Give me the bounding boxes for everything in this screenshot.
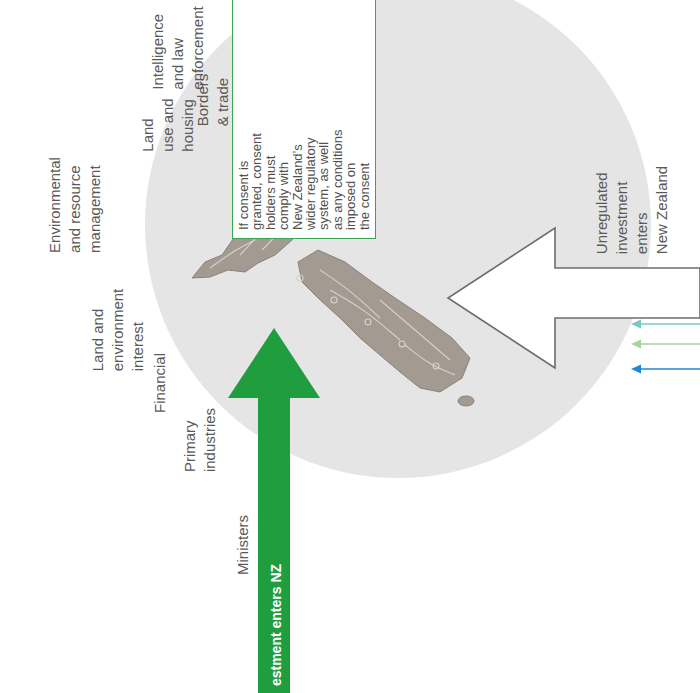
green-arrowhead — [631, 340, 641, 349]
agency-label: Land use and housing — [138, 98, 198, 151]
flow-label: Unregulated investment enters New Zealan… — [592, 166, 672, 254]
text-line: management — [85, 157, 105, 253]
note-box: If consent is granted, consent holders m… — [232, 0, 376, 239]
teal-arrow — [640, 323, 700, 324]
text-line: use and — [158, 98, 178, 151]
text-line: New Zealand — [652, 166, 672, 254]
text-line: Land and — [88, 289, 108, 372]
text-line: holders must — [264, 2, 277, 230]
text-line: & trade — [213, 74, 233, 127]
motif-stroke — [330, 290, 400, 340]
blue-arrow-line — [640, 368, 700, 369]
motif-dot — [433, 363, 439, 369]
text-line: wider regulatory — [304, 2, 317, 230]
text-line: and law — [168, 6, 188, 89]
agency-label: Borders & trade — [193, 74, 233, 127]
thin-arrows — [631, 320, 700, 374]
south-island — [298, 250, 470, 392]
teal-arrowhead — [631, 320, 641, 329]
investment-arrow: estment enters NZ — [224, 328, 324, 693]
motif-dot — [399, 341, 405, 347]
agency-label: Environmental and resource management — [45, 157, 105, 253]
text-line: comply with — [277, 2, 290, 230]
agency-label: Ministers — [233, 515, 253, 575]
text-line: Unregulated — [592, 166, 612, 254]
text-line: and resource — [65, 157, 85, 253]
text-line: Ministers — [233, 515, 253, 575]
text-line: investment — [612, 166, 632, 254]
text-line: industries — [200, 408, 220, 472]
scope-circle — [145, 0, 651, 478]
motif-stroke — [405, 345, 455, 375]
text-line: estment enters NZ — [268, 564, 284, 686]
agency-label: Financial — [150, 353, 170, 413]
green-arrow-line — [640, 343, 700, 344]
motif-stroke — [320, 270, 380, 318]
note-text: If consent is granted, consent holders m… — [237, 2, 371, 230]
motif-stroke — [210, 240, 255, 268]
motif-stroke — [380, 300, 450, 360]
text-line: the consent — [358, 2, 371, 230]
text-line: interest — [128, 289, 148, 372]
text-line: Environmental — [45, 157, 65, 253]
arrow-fill — [228, 328, 320, 693]
text-line: enters — [632, 166, 652, 254]
text-line: Financial — [150, 353, 170, 413]
agency-label: Primary industries — [180, 408, 220, 472]
agency-label: Land and environment interest — [88, 289, 148, 372]
text-line: Primary — [180, 408, 200, 472]
text-line: Intelligence — [148, 6, 168, 89]
text-line: housing — [178, 98, 198, 151]
text-line: Land — [138, 98, 158, 151]
text-line: New Zealand’s — [291, 2, 304, 230]
motif-dot — [365, 319, 371, 325]
arrow-text: estment enters NZ — [268, 564, 284, 686]
motif-dot — [331, 297, 337, 303]
text-line: imposed on — [344, 2, 357, 230]
text-line: as any conditions — [331, 2, 344, 230]
text-line: granted, consent — [250, 2, 263, 230]
motif-dot — [297, 275, 303, 281]
text-line: If consent is — [237, 2, 250, 230]
stewart-island — [458, 396, 474, 406]
text-line: environment — [108, 289, 128, 372]
text-line: system, as well — [317, 2, 330, 230]
blue-arrowhead — [631, 365, 641, 374]
